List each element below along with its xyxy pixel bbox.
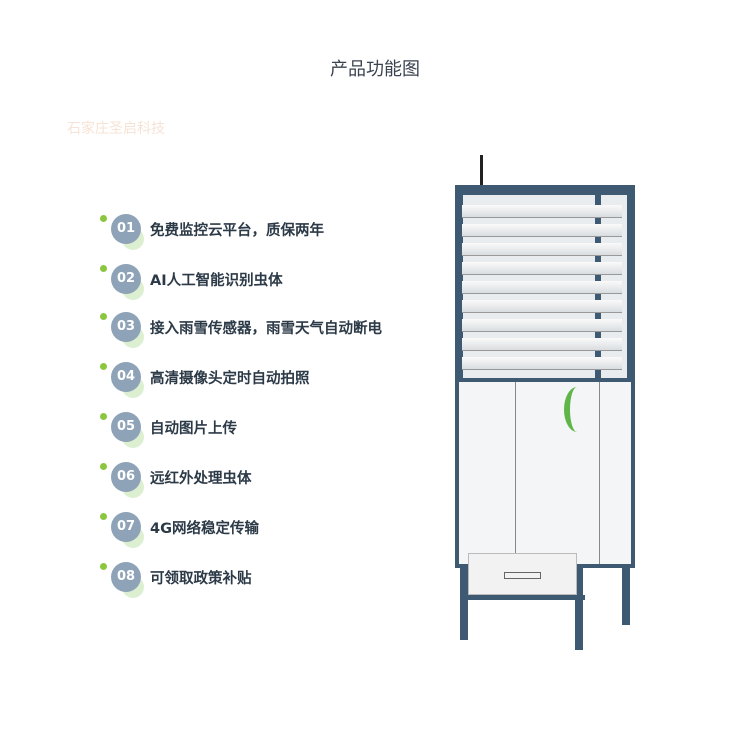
feature-label: AI人工智能识别虫体	[150, 273, 283, 289]
feature-item: 01 免费监控云平台，质保两年	[100, 212, 430, 250]
feature-number-badge: 05	[111, 412, 141, 442]
feature-number-badge: 07	[111, 512, 141, 542]
green-dot-icon	[100, 215, 107, 222]
green-dot-icon	[100, 313, 107, 320]
cabinet	[455, 378, 635, 568]
feature-item: 02 AI人工智能识别虫体	[100, 262, 430, 300]
louver-slat	[462, 243, 622, 256]
page-title: 产品功能图	[330, 59, 420, 80]
feature-label: 远红外处理虫体	[150, 471, 252, 487]
green-dot-icon	[100, 563, 107, 570]
feature-label: 自动图片上传	[150, 421, 237, 437]
louver-slat	[462, 205, 622, 218]
feature-label: 接入雨雪传感器，雨雪天气自动断电	[150, 321, 382, 337]
feature-label: 免费监控云平台，质保两年	[150, 223, 324, 239]
feature-item: 04 高清摄像头定时自动拍照	[100, 360, 430, 398]
feature-item: 05 自动图片上传	[100, 410, 430, 448]
louver-slat	[462, 281, 622, 294]
louver-slat	[462, 224, 622, 237]
watermark: 石家庄圣启科技	[67, 121, 165, 137]
feature-label: 4G网络稳定传输	[150, 521, 259, 537]
green-dot-icon	[100, 265, 107, 272]
feature-number-badge: 06	[111, 462, 141, 492]
feature-item: 08 可领取政策补贴	[100, 560, 430, 598]
product-image-insect-monitoring-device	[440, 150, 650, 650]
feature-label: 可领取政策补贴	[150, 571, 252, 587]
feature-label: 高清摄像头定时自动拍照	[150, 371, 310, 387]
louver-slat	[462, 338, 622, 351]
louver-slat	[462, 262, 622, 275]
green-dot-icon	[100, 513, 107, 520]
green-dot-icon	[100, 363, 107, 370]
leaf-logo	[564, 387, 590, 432]
green-dot-icon	[100, 413, 107, 420]
green-dot-icon	[100, 463, 107, 470]
feature-item: 07 4G网络稳定传输	[100, 510, 430, 548]
feature-number-badge: 04	[111, 362, 141, 392]
louver-slat	[462, 357, 622, 370]
feature-number-badge: 01	[111, 214, 141, 244]
feature-number-badge: 03	[111, 312, 141, 342]
louver-slat	[462, 300, 622, 313]
antenna	[480, 155, 483, 200]
drawer	[468, 553, 577, 595]
louver-slat	[462, 319, 622, 332]
feature-number-badge: 02	[111, 264, 141, 294]
feature-item: 03 接入雨雪传感器，雨雪天气自动断电	[100, 310, 430, 348]
feature-item: 06 远红外处理虫体	[100, 460, 430, 498]
feature-number-badge: 08	[111, 562, 141, 592]
